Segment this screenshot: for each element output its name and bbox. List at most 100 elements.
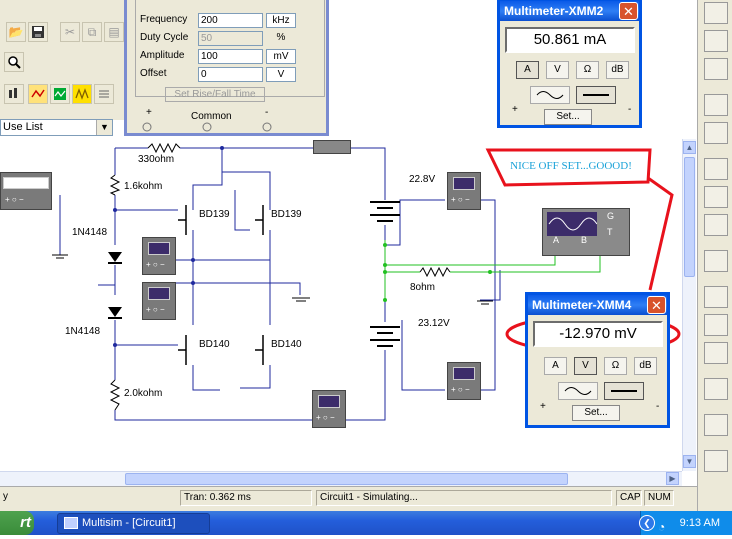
xmm4-ac-button[interactable] <box>558 382 598 400</box>
annotation-note: NICE OFF SET...GOOOD! <box>510 160 632 172</box>
xfg-instrument-icon[interactable]: + ○ − <box>0 172 52 210</box>
schematic-wires <box>52 142 681 421</box>
instrument-agilent-icon[interactable] <box>704 378 728 400</box>
function-generator-panel: Frequency 200 kHz Duty Cycle 50 % Amplit… <box>124 0 329 136</box>
xmm4-instrument-icon[interactable]: + ○ − <box>447 362 481 400</box>
horizontal-scrollbar[interactable]: ▶ <box>0 471 682 486</box>
instrument-multimeter-icon[interactable] <box>704 2 728 24</box>
tray-network-icon[interactable]: ◔ <box>658 520 666 534</box>
xmm1-instrument-icon[interactable] <box>313 140 351 154</box>
paste-icon[interactable]: ▤ <box>104 22 124 42</box>
instrument-network-analyzer-icon[interactable] <box>704 342 728 364</box>
instrument-wattmeter-icon[interactable] <box>704 58 728 80</box>
r2-label: 2.0kohm <box>124 388 163 399</box>
scroll-down-icon[interactable]: ▼ <box>683 455 696 468</box>
analysis-icon[interactable] <box>72 84 92 104</box>
status-bar: y Tran: 0.362 ms Circuit1 - Simulating..… <box>0 486 697 511</box>
instrument-oscilloscope-icon[interactable] <box>704 94 728 116</box>
instrument-probe-icon[interactable] <box>704 450 728 472</box>
xmm2-mode-v-button[interactable]: V <box>546 61 569 79</box>
chevron-down-icon[interactable]: ▼ <box>96 120 112 135</box>
xmm2-dc-button[interactable] <box>576 86 616 104</box>
xmm2-title: Multimeter-XMM2 <box>500 1 639 21</box>
offset-field[interactable]: 0 <box>198 67 263 82</box>
v-top-label: 22.8V <box>409 174 436 185</box>
xmm4-dc-button[interactable] <box>604 382 644 400</box>
status-cap: CAP <box>616 490 642 506</box>
scope-g-label: G <box>607 211 615 221</box>
scroll-right-icon[interactable]: ▶ <box>666 472 679 485</box>
d1-label: 1N4148 <box>72 227 108 238</box>
in-use-list-value: Use List <box>3 121 43 133</box>
list-icon[interactable] <box>94 84 114 104</box>
vertical-scrollbar[interactable]: ▲ ▼ <box>682 139 696 471</box>
offset-label: Offset <box>140 68 167 79</box>
xmm2-set-button[interactable]: Set... <box>544 109 592 125</box>
xmm2-instrument-icon[interactable]: + ○ − <box>447 172 481 210</box>
instrument-distortion-analyzer-icon[interactable] <box>704 286 728 308</box>
save-icon[interactable] <box>28 22 48 42</box>
oscilloscope-icon[interactable]: A B G T <box>542 208 630 256</box>
instrument-bode-plotter-icon[interactable] <box>704 122 728 144</box>
r1-label: 1.6kohm <box>124 181 163 192</box>
xmm2-mode-ohm-button[interactable]: Ω <box>576 61 599 79</box>
frequency-unit[interactable]: kHz <box>266 13 296 28</box>
probe-icon[interactable] <box>4 84 24 104</box>
zoom-icon[interactable] <box>4 52 24 72</box>
postprocessor-icon[interactable] <box>50 84 70 104</box>
start-button[interactable]: rt <box>0 511 34 535</box>
multisim-app-icon <box>64 517 78 529</box>
instruments-toolbar <box>697 0 732 511</box>
r-load-label: 8ohm <box>410 282 436 293</box>
cut-icon[interactable]: ✂ <box>60 22 80 42</box>
close-icon[interactable]: ✕ <box>619 2 638 20</box>
instrument-logic-converter-icon[interactable] <box>704 214 728 236</box>
instrument-iv-analyzer-icon[interactable] <box>704 250 728 272</box>
xmm2-minus-label: - <box>628 104 632 115</box>
ammeter-icon-left-2[interactable]: + ○ − <box>142 282 176 320</box>
frequency-field[interactable]: 200 <box>198 13 263 28</box>
q2-label: BD139 <box>271 209 302 220</box>
scroll-up-icon[interactable]: ▲ <box>683 141 696 154</box>
offset-unit[interactable]: V <box>266 67 296 82</box>
taskbar-multisim-label: Multisim - [Circuit1] <box>82 517 176 529</box>
ammeter-icon-left-1[interactable]: + ○ − <box>142 237 176 275</box>
in-use-list[interactable]: Use List ▼ <box>0 119 113 136</box>
xmm2-ac-button[interactable] <box>530 86 570 104</box>
open-icon[interactable]: 📂 <box>6 22 26 42</box>
copy-icon[interactable]: ⧉ <box>82 22 102 42</box>
xmm4-mode-ohm-button[interactable]: Ω <box>604 357 627 375</box>
instrument-tektronix-icon[interactable] <box>704 414 728 436</box>
xmm4-mode-v-button[interactable]: V <box>574 357 597 375</box>
taskbar-multisim-button[interactable]: Multisim - [Circuit1] <box>57 513 210 534</box>
xmm2-reading: 50.861 mA <box>505 27 635 53</box>
xmm4-title: Multimeter-XMM4 <box>528 295 667 315</box>
vertical-scroll-thumb[interactable] <box>684 157 695 277</box>
set-rise-fall-button[interactable]: Set Rise/Fall Time <box>165 87 265 102</box>
duty-cycle-field[interactable]: 50 <box>198 31 263 46</box>
scope-t-label: T <box>607 227 613 237</box>
instrument-word-generator-icon[interactable] <box>704 158 728 180</box>
q4-label: BD140 <box>271 339 302 350</box>
instrument-spectrum-analyzer-icon[interactable] <box>704 314 728 336</box>
fgen-common-label: Common <box>191 111 232 122</box>
instrument-logic-analyzer-icon[interactable] <box>704 186 728 208</box>
xmm2-mode-db-button[interactable]: dB <box>606 61 629 79</box>
xmm4-mode-a-button[interactable]: A <box>544 357 567 375</box>
xmm3-instrument-icon[interactable]: + ○ − <box>312 390 346 428</box>
amplitude-field[interactable]: 100 <box>198 49 263 64</box>
status-num: NUM <box>644 490 674 506</box>
instrument-function-generator-icon[interactable] <box>704 30 728 52</box>
xmm4-set-button[interactable]: Set... <box>572 405 620 421</box>
xmm2-plus-label: + <box>512 104 518 115</box>
xmm2-mode-a-button[interactable]: A <box>516 61 539 79</box>
signal-options-group <box>135 0 325 97</box>
xmm4-plus-label: + <box>540 401 546 412</box>
amplitude-unit[interactable]: mV <box>266 49 296 64</box>
xmm4-minus-label: - <box>656 401 660 412</box>
close-icon[interactable]: ✕ <box>647 296 666 314</box>
tray-expand-icon[interactable]: ❮ <box>639 515 655 531</box>
xmm4-mode-db-button[interactable]: dB <box>634 357 657 375</box>
grapher-icon[interactable] <box>28 84 48 104</box>
horizontal-scroll-thumb[interactable] <box>125 473 568 485</box>
